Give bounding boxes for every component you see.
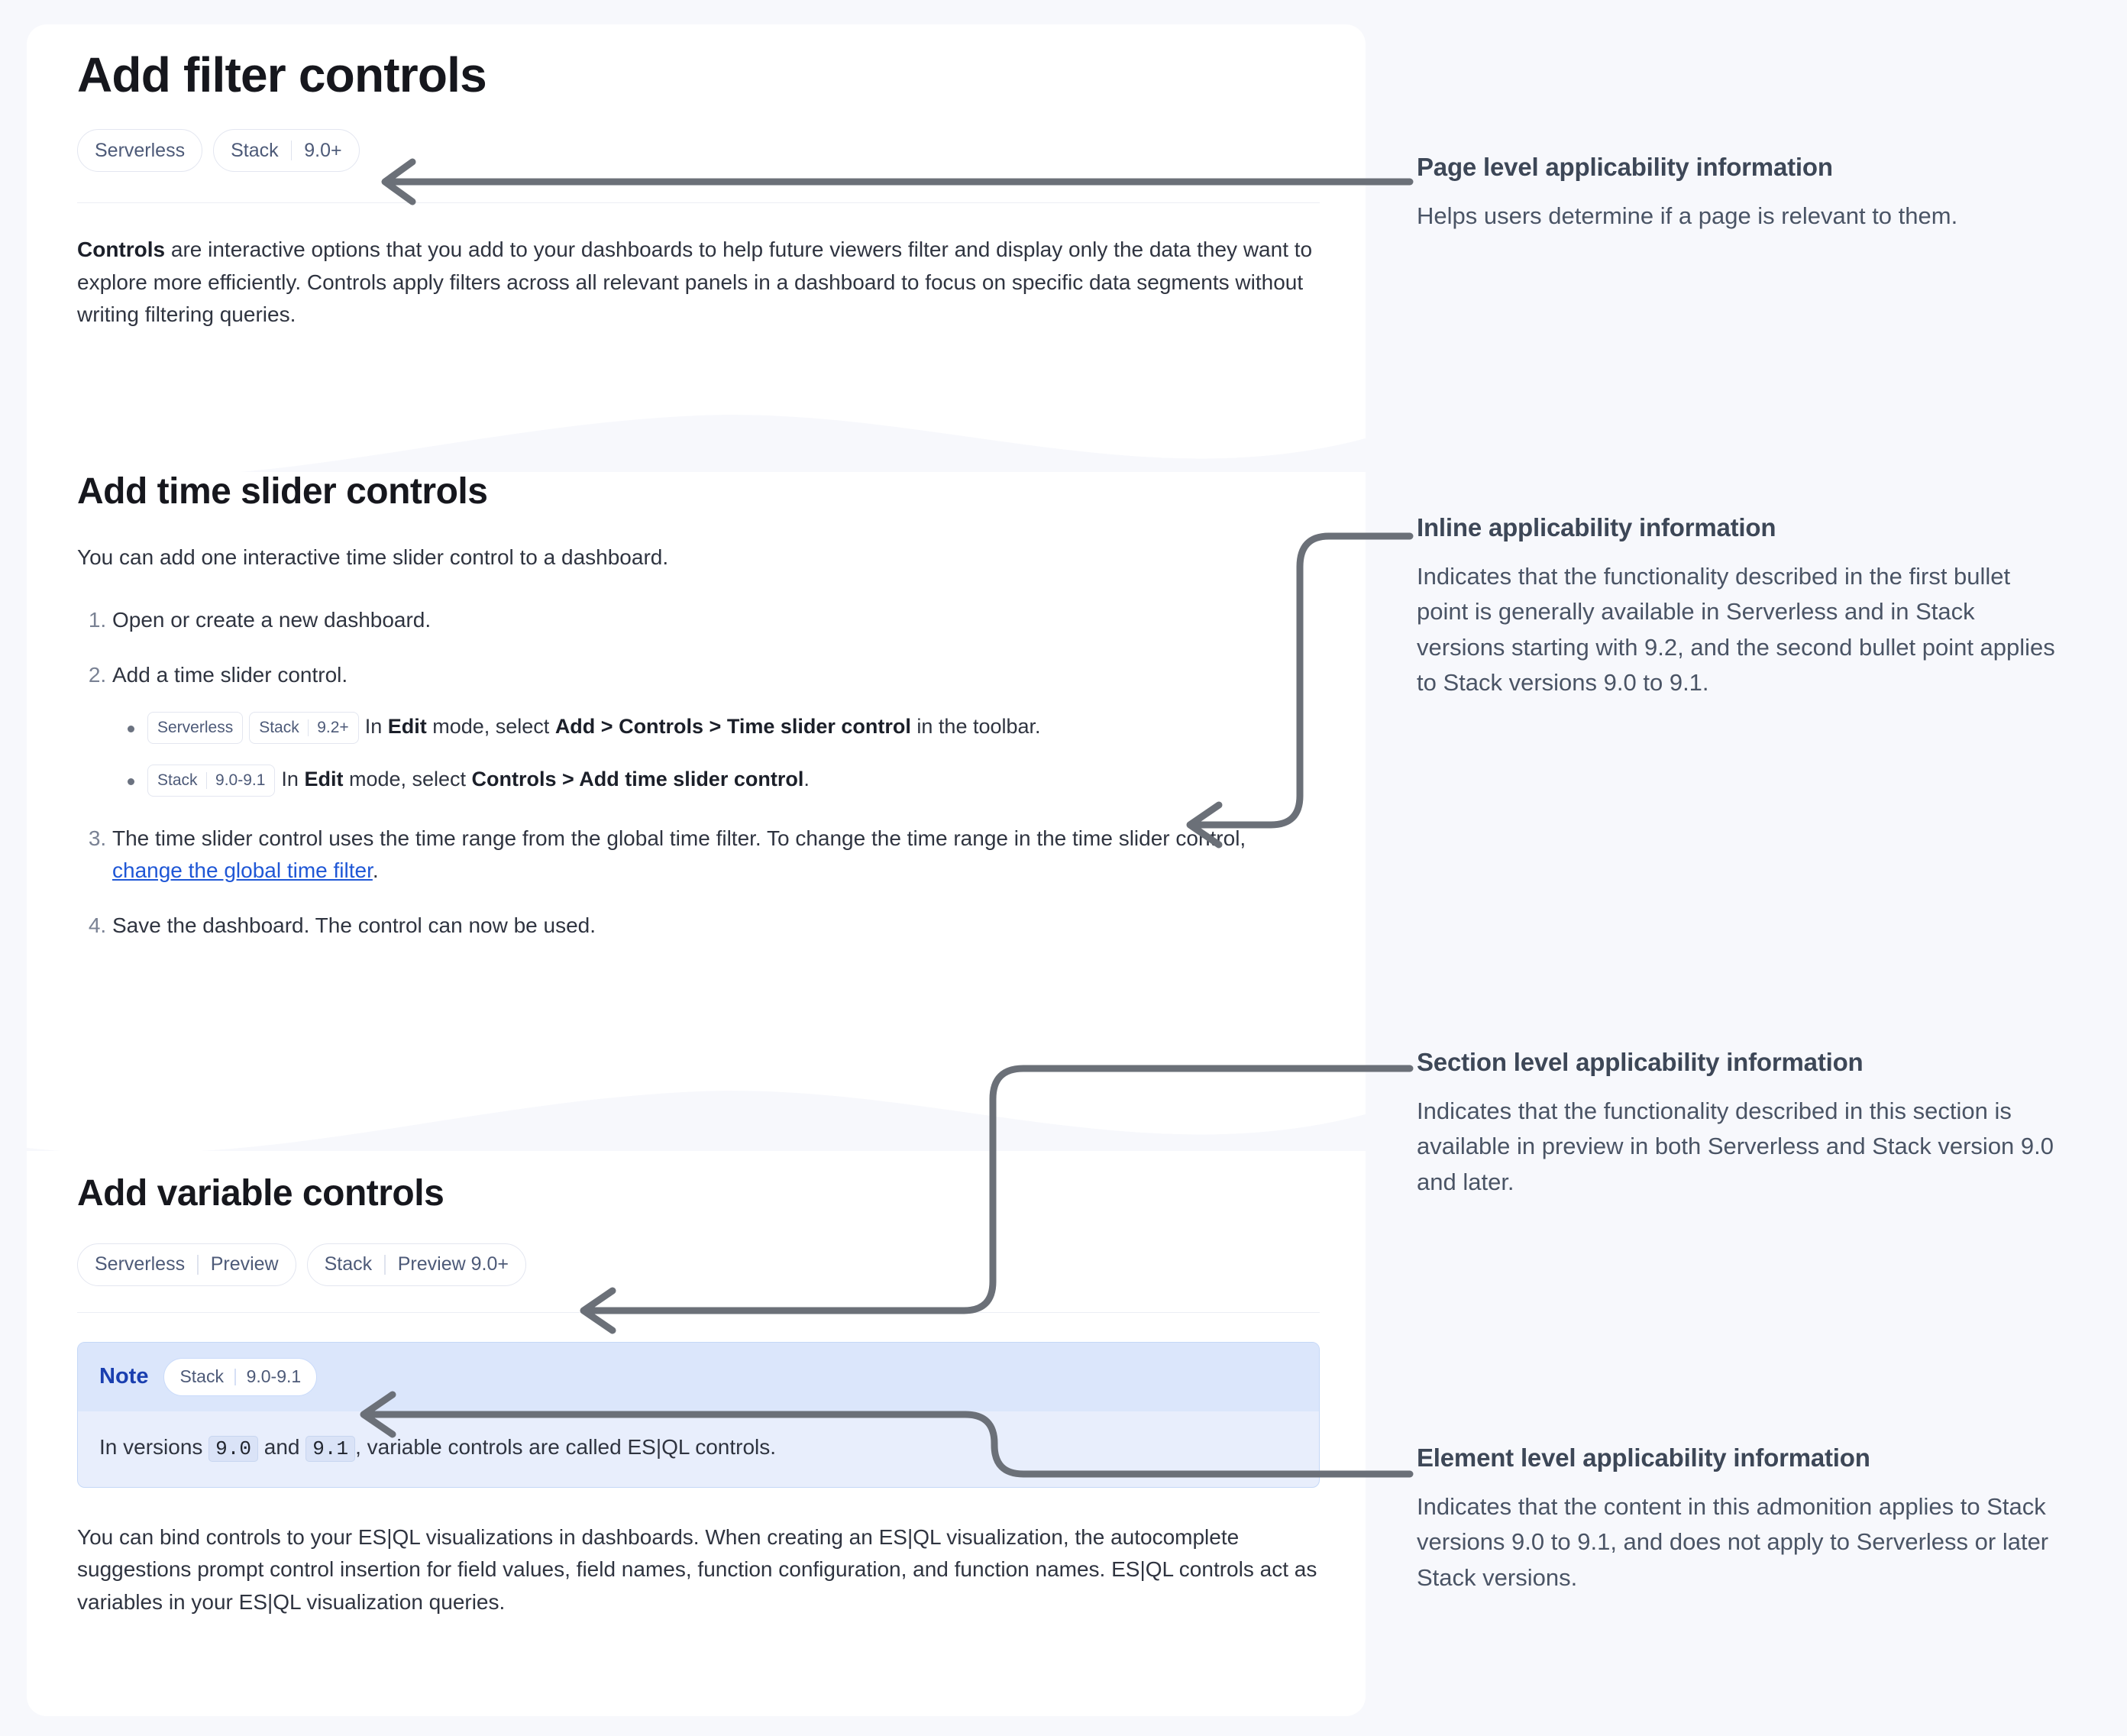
documentation-page: Add filter controls Serverless Stack 9.0… <box>27 24 1366 1716</box>
badge-product: Stack <box>179 1366 224 1387</box>
badge-product: Serverless <box>95 1253 186 1275</box>
bullet-text-part: Controls > Add time slider control <box>471 768 804 791</box>
step-2-bullets: Serverless Stack 9.2+ In Edit mode, sele… <box>112 711 1320 797</box>
bullet-stack-90-91: Stack 9.0-9.1 In Edit mode, select Contr… <box>128 764 1320 797</box>
section-title-variable-controls: Add variable controls <box>77 1173 444 1214</box>
annotation-title: Element level applicability information <box>1417 1443 1870 1472</box>
badge-version: Preview <box>210 1253 279 1275</box>
badge-product: Stack <box>231 139 279 161</box>
annotation-body: Helps users determine if a page is relev… <box>1417 202 1958 229</box>
note-body: In versions 9.0 and 9.1, variable contro… <box>78 1411 1319 1487</box>
bullet-serverless-stack-92: Serverless Stack 9.2+ In Edit mode, sele… <box>128 711 1320 745</box>
note-text-part: , variable controls are called ES|QL con… <box>355 1434 777 1459</box>
step-text-after-link: . <box>372 858 379 883</box>
annotation-element-level: Element level applicability information … <box>1417 1443 2058 1595</box>
badge-divider <box>234 1368 236 1385</box>
section-applicability-badges: Serverless Preview Stack Preview 9.0+ <box>77 1243 1320 1286</box>
badge-product: Stack <box>324 1253 373 1275</box>
intro-panel: Add filter controls Serverless Stack 9.0… <box>27 24 1366 437</box>
title-divider <box>77 202 1320 204</box>
page-applicability-badges: Serverless Stack 9.0+ <box>77 129 1320 173</box>
chip-product: Stack <box>259 719 299 737</box>
time-slider-intro: You can add one interactive time slider … <box>77 545 669 569</box>
chip-product: Stack <box>157 771 198 790</box>
intro-text: are interactive options that you add to … <box>77 238 1313 327</box>
note-text-part: and <box>257 1434 306 1459</box>
bullet-text-part: In <box>364 715 388 739</box>
bullet-text-part: In <box>281 768 305 791</box>
note-label: Note <box>99 1364 149 1389</box>
annotation-inline-level: Inline applicability information Indicat… <box>1417 513 2058 701</box>
chip-version: 9.0-9.1 <box>215 771 266 790</box>
step-4: Save the dashboard. The control can now … <box>112 910 1320 942</box>
badge-stack[interactable]: Stack 9.0+ <box>213 129 360 173</box>
bullet-text-part: Add > Controls > Time slider control <box>554 715 911 739</box>
code-version-90: 9.0 <box>208 1435 258 1462</box>
step-text: Open or create a new dashboard. <box>112 608 432 632</box>
section-divider <box>77 1311 1320 1313</box>
badge-serverless[interactable]: Serverless <box>77 129 203 173</box>
intro-lead-term: Controls <box>77 238 166 262</box>
badge-version: 9.0+ <box>304 139 342 161</box>
badge-serverless-preview[interactable]: Serverless Preview <box>77 1243 296 1286</box>
step-2: Add a time slider control. Serverless St… <box>112 659 1320 797</box>
variable-controls-panel: Add variable controls Serverless Preview… <box>27 1151 1366 1716</box>
badge-stack-preview[interactable]: Stack Preview 9.0+ <box>306 1243 526 1286</box>
bullet-text-part: in the toolbar. <box>910 715 1041 739</box>
chip-product: Serverless <box>157 719 234 737</box>
time-slider-panel: Add time slider controls You can add one… <box>27 471 1366 1098</box>
badge-product: Serverless <box>95 139 186 161</box>
badge-version: 9.0-9.1 <box>246 1366 302 1387</box>
annotation-title: Inline applicability information <box>1417 513 1776 541</box>
annotation-page-level: Page level applicability information Hel… <box>1417 153 2058 234</box>
annotation-section-level: Section level applicability information … <box>1417 1048 2058 1200</box>
page-title: Add filter controls <box>77 47 487 102</box>
annotation-body: Indicates that the functionality describ… <box>1417 1097 2054 1195</box>
section-title-time-slider: Add time slider controls <box>77 471 488 512</box>
bullet-text-part: mode, select <box>343 768 472 791</box>
annotation-title: Section level applicability information <box>1417 1048 1864 1076</box>
chip-stack[interactable]: Stack 9.2+ <box>249 712 359 745</box>
annotation-title: Page level applicability information <box>1417 153 1833 181</box>
badge-divider <box>197 1254 199 1275</box>
chip-version: 9.2+ <box>317 719 349 737</box>
badge-version: Preview 9.0+ <box>397 1253 509 1275</box>
bullet-text-part: Edit <box>387 715 427 739</box>
chip-serverless[interactable]: Serverless <box>147 712 244 745</box>
time-slider-steps: Open or create a new dashboard. Add a ti… <box>77 604 1320 942</box>
global-time-filter-link[interactable]: change the global time filter <box>112 858 373 883</box>
step-3: The time slider control uses the time ra… <box>112 823 1320 887</box>
badge-note-stack[interactable]: Stack 9.0-9.1 <box>163 1357 318 1396</box>
variable-controls-paragraph: You can bind controls to your ES|QL visu… <box>77 1524 1317 1614</box>
note-admonition: Note Stack 9.0-9.1 In versions 9.0 and 9… <box>77 1341 1320 1488</box>
bullet-text-part: . <box>803 768 810 791</box>
annotation-body: Indicates that the content in this admon… <box>1417 1492 2049 1591</box>
badge-divider <box>384 1254 386 1275</box>
bullet-text-part: Edit <box>304 768 344 791</box>
step-1: Open or create a new dashboard. <box>112 604 1320 636</box>
badge-divider <box>290 141 293 161</box>
bullet-text-part: mode, select <box>426 715 555 739</box>
note-text-part: In versions <box>99 1434 209 1459</box>
chip-stack[interactable]: Stack 9.0-9.1 <box>147 765 276 797</box>
chip-divider <box>307 719 309 737</box>
code-version-91: 9.1 <box>305 1435 356 1462</box>
step-text: Save the dashboard. The control can now … <box>112 913 596 938</box>
intro-paragraph: Controls are interactive options that yo… <box>77 234 1320 331</box>
annotation-body: Indicates that the functionality describ… <box>1417 562 2055 697</box>
chip-divider <box>205 772 208 790</box>
step-text-before-link: The time slider control uses the time ra… <box>112 826 1246 851</box>
step-text: Add a time slider control. <box>112 663 348 687</box>
note-header: Note Stack 9.0-9.1 <box>78 1342 1319 1411</box>
